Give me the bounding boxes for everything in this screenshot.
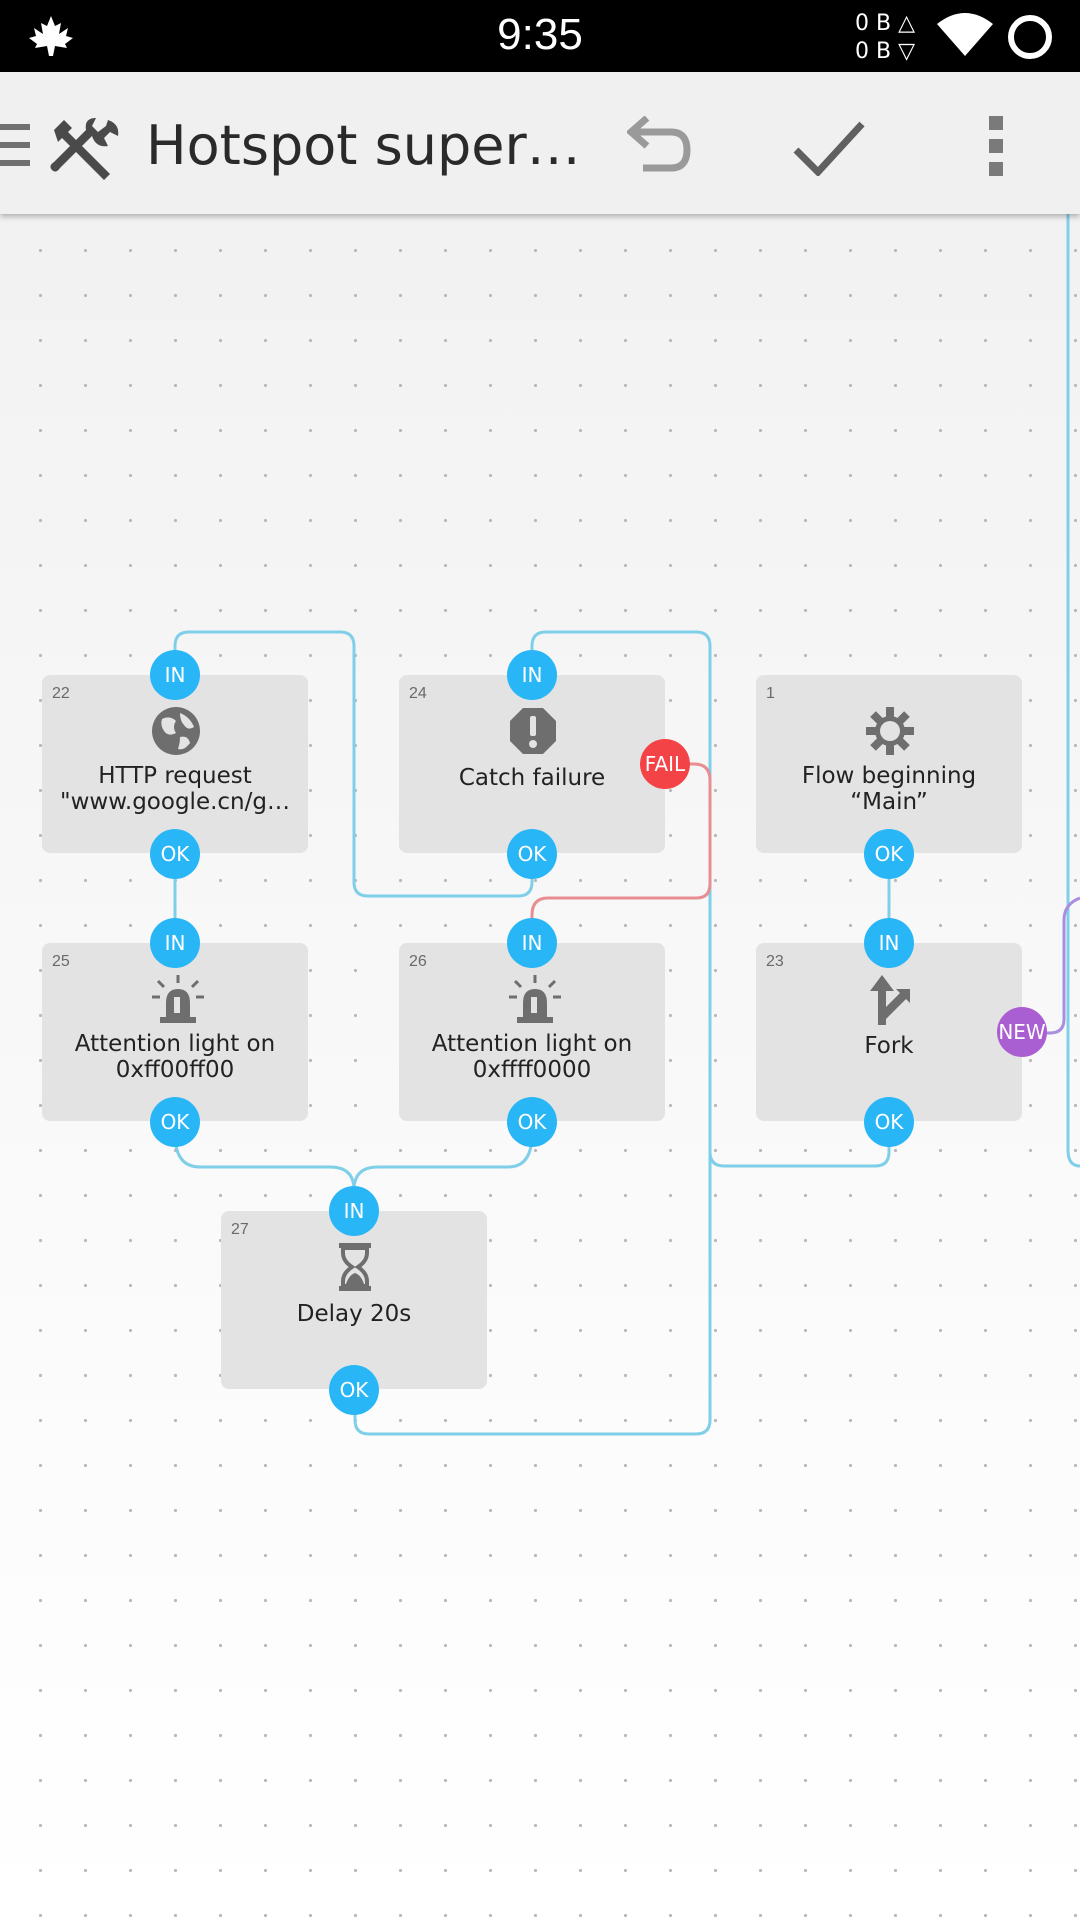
node-27-in-port[interactable]: IN	[329, 1186, 379, 1236]
flow-node-22[interactable]: 22 HTTP request"www.google.cn/g…	[42, 675, 308, 853]
node-label-line1: HTTP request	[98, 763, 252, 789]
wifi-icon	[935, 12, 995, 63]
node-label: Flow beginning“Main”	[756, 763, 1022, 815]
node-label: Catch failure	[399, 765, 665, 791]
node-24-ok-port[interactable]: OK	[507, 829, 557, 879]
node-label-line2: "www.google.cn/g…	[60, 789, 290, 815]
node-label-line1: Delay 20s	[296, 1301, 412, 1327]
node-label-line2: “Main”	[850, 789, 928, 815]
node-label-line1: Attention light on	[74, 1031, 276, 1057]
node-number: 24	[409, 685, 427, 702]
status-bar: 9:35 0 B △ 0 B ▽	[0, 0, 1080, 72]
check-icon[interactable]	[792, 120, 866, 181]
node-label-line1: Catch failure	[458, 765, 606, 791]
flow-node-1[interactable]: 1 Flow beginning“Main”	[756, 675, 1022, 853]
node-1-ok-port[interactable]: OK	[864, 829, 914, 879]
siren-icon	[150, 973, 206, 1030]
net-upload: 0 B △	[855, 11, 915, 36]
node-27-ok-port[interactable]: OK	[329, 1365, 379, 1415]
menu-icon[interactable]	[0, 122, 32, 173]
node-26-in-port[interactable]: IN	[507, 918, 557, 968]
node-25-in-port[interactable]: IN	[150, 918, 200, 968]
siren-icon	[507, 973, 563, 1030]
node-label: HTTP request"www.google.cn/g…	[42, 763, 308, 815]
node-23-ok-port[interactable]: OK	[864, 1097, 914, 1147]
node-23-new-port[interactable]: NEW	[997, 1007, 1047, 1057]
app-toolbar: Hotspot super…	[0, 72, 1080, 214]
node-number: 26	[409, 953, 427, 970]
node-number: 25	[52, 953, 70, 970]
node-26-ok-port[interactable]: OK	[507, 1097, 557, 1147]
gear-icon	[864, 705, 916, 762]
hourglass-icon	[329, 1241, 381, 1298]
tools-icon	[48, 116, 122, 187]
node-number: 27	[231, 1221, 249, 1238]
fork-icon	[864, 973, 916, 1030]
flow-node-27[interactable]: 27 Delay 20s	[221, 1211, 487, 1389]
node-number: 22	[52, 685, 70, 702]
globe-icon	[150, 705, 202, 762]
node-label: Fork	[756, 1033, 1022, 1059]
node-label-line2: 0xffff0000	[472, 1057, 592, 1083]
flow-node-23[interactable]: 23 Fork	[756, 943, 1022, 1121]
node-23-in-port[interactable]: IN	[864, 918, 914, 968]
node-22-ok-port[interactable]: OK	[150, 829, 200, 879]
flow-title: Hotspot super…	[146, 114, 581, 177]
overflow-icon[interactable]	[987, 114, 1005, 183]
node-label: Delay 20s	[221, 1301, 487, 1327]
node-25-ok-port[interactable]: OK	[150, 1097, 200, 1147]
node-label-line2: 0xff00ff00	[115, 1057, 235, 1083]
node-label-line1: Fork	[864, 1033, 914, 1059]
maple-leaf-icon	[28, 14, 74, 63]
node-number: 23	[766, 953, 784, 970]
node-number: 1	[766, 685, 775, 702]
network-speed: 0 B △ 0 B ▽	[855, 10, 915, 66]
node-24-in-port[interactable]: IN	[507, 650, 557, 700]
net-download: 0 B ▽	[855, 39, 915, 64]
undo-icon[interactable]	[625, 115, 693, 181]
flow-node-24[interactable]: 24 Catch failure	[399, 675, 665, 853]
clock: 9:35	[497, 10, 583, 59]
alert-icon	[507, 705, 559, 762]
node-22-in-port[interactable]: IN	[150, 650, 200, 700]
node-label-line1: Attention light on	[431, 1031, 633, 1057]
node-label-line1: Flow beginning	[801, 763, 977, 789]
node-24-fail-port[interactable]: FAIL	[640, 739, 690, 789]
battery-ring-icon	[1005, 12, 1055, 67]
